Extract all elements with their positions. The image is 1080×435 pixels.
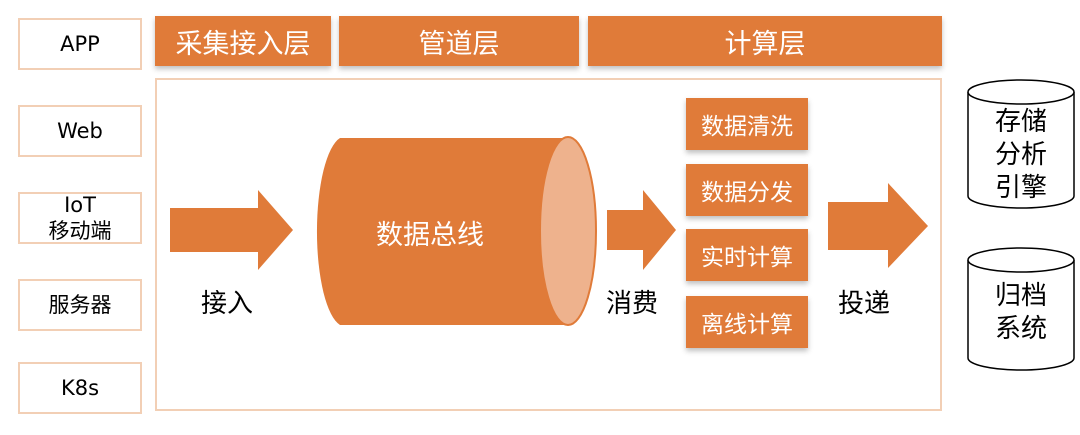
- consume-label: 消费: [606, 289, 659, 319]
- layer-collection: 采集接入层: [155, 16, 331, 66]
- ingest-label: 接入: [201, 289, 254, 319]
- op-offline-compute: 离线计算: [686, 296, 808, 348]
- source-server: 服务器: [18, 279, 142, 331]
- main-frame: [155, 78, 942, 411]
- source-app: APP: [18, 18, 142, 70]
- data-bus-label: 数据总线: [376, 220, 484, 251]
- op-realtime-compute: 实时计算: [686, 229, 808, 281]
- op-data-distribution: 数据分发: [686, 164, 808, 216]
- deliver-label: 投递: [838, 289, 891, 319]
- op-data-cleaning: 数据清洗: [686, 98, 808, 150]
- archive-system-label: 归档 系统: [994, 281, 1047, 344]
- source-k8s: K8s: [18, 362, 142, 414]
- storage-engine-label: 存储 分析 引擎: [994, 107, 1047, 203]
- layer-compute: 计算层: [588, 16, 942, 66]
- layer-pipeline: 管道层: [339, 16, 579, 66]
- source-iot-mobile: IoT 移动端: [18, 192, 142, 244]
- source-web: Web: [18, 105, 142, 157]
